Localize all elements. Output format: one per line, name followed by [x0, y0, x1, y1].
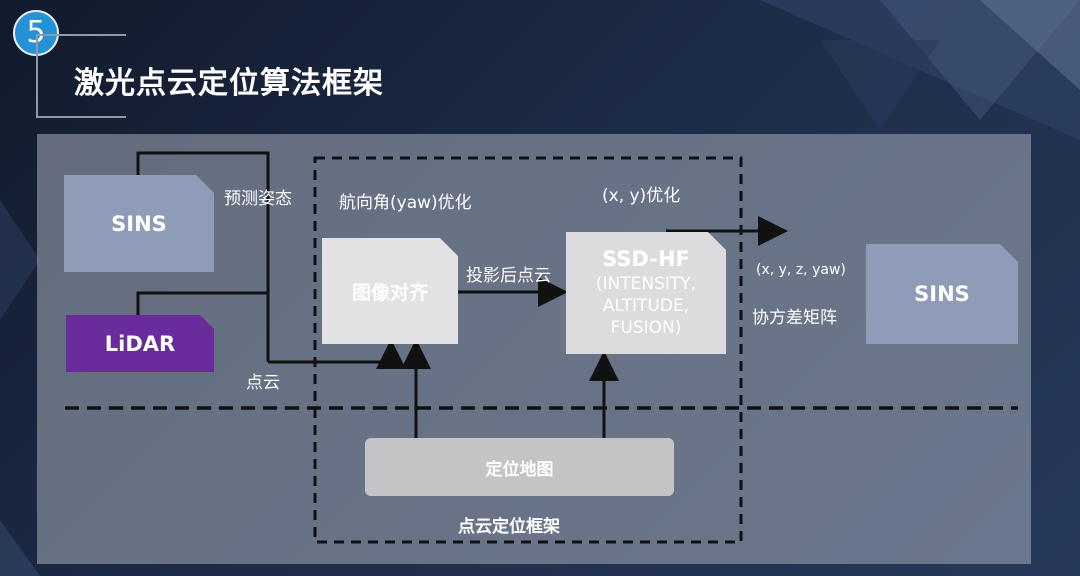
framework-dashed-box	[313, 156, 743, 544]
map-shape	[365, 438, 674, 496]
sins-input-shape	[64, 175, 214, 272]
point-cloud-label: 点云	[246, 373, 280, 393]
xy-optimization-label: (x, y)优化	[602, 186, 681, 206]
title-bracket-decoration	[36, 34, 126, 118]
covariance-label: 协方差矩阵	[752, 308, 837, 328]
image-align-block: 图像对齐	[351, 281, 428, 304]
sins-output-block: SINS	[914, 282, 970, 306]
localization-map-block: 定位地图	[485, 459, 554, 480]
ssd-hf-block: SSD-HF (INTENSITY, ALTITUDE, FUSION)	[566, 232, 726, 354]
lidar-shape	[66, 315, 214, 372]
projected-cloud-label: 投影后点云	[466, 266, 551, 286]
framework-label: 点云定位框架	[458, 517, 560, 537]
predict-pose-label: 预测姿态	[224, 189, 292, 209]
sins-output-shape	[866, 244, 1018, 344]
lidar-block: LiDAR	[104, 331, 176, 356]
lidar-line	[136, 291, 268, 315]
slide-title: 激光点云定位算法框架	[74, 66, 384, 101]
sins-feedback-line	[136, 151, 270, 362]
ssd-shape	[566, 232, 726, 354]
ssd-hf-title: SSD-HF	[602, 247, 690, 271]
output-state-label: (x, y, z, yaw)	[756, 262, 846, 278]
sins-input-block: SINS	[111, 211, 167, 236]
ssd-hf-subtitle: (INTENSITY, ALTITUDE, FUSION)	[595, 274, 697, 338]
image-align-shape	[322, 238, 458, 344]
yaw-optimization-label: 航向角(yaw)优化	[339, 193, 472, 213]
point-cloud-arrow	[268, 339, 406, 369]
